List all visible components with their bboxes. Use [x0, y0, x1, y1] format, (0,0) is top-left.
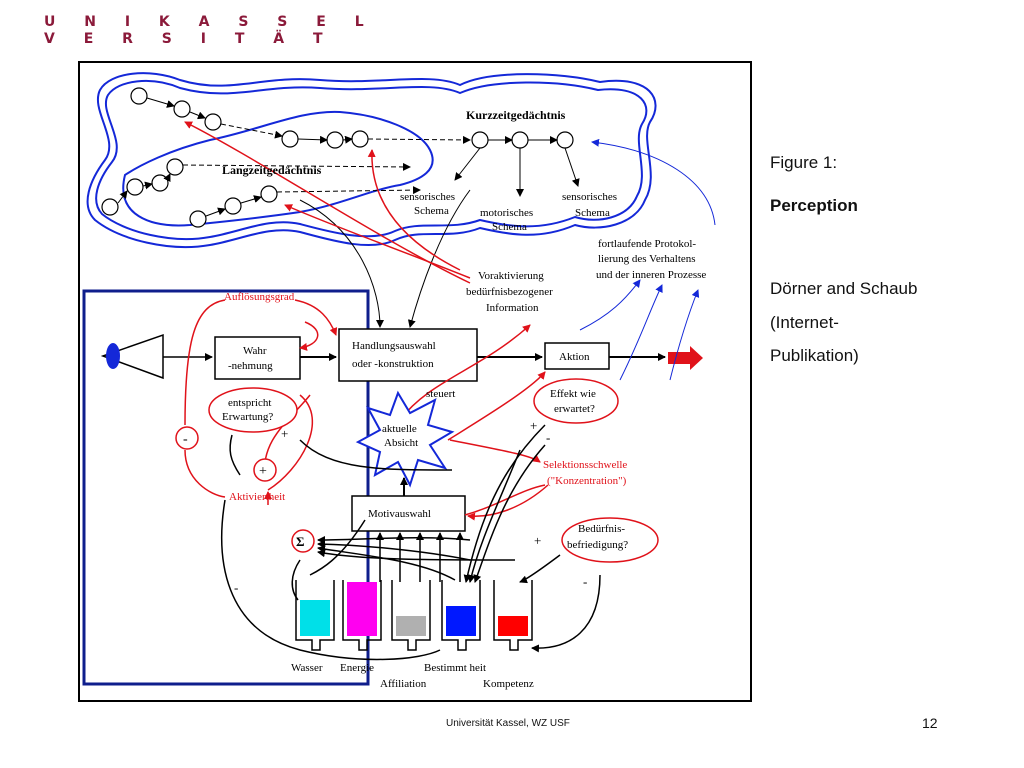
figure-label: Figure 1: — [770, 153, 838, 172]
label-bed1: Bedürfnis- — [578, 523, 625, 535]
label-vor2: bedürfnisbezogener — [466, 286, 553, 298]
protocol-arrows — [579, 138, 716, 381]
motivauswahl-box — [351, 495, 466, 532]
footer-institution: Universität Kassel, WZ USF — [446, 718, 570, 729]
label-aktion: Aktion — [559, 351, 590, 363]
label-wasser: Wasser — [291, 662, 323, 674]
label-minus-circle: - — [183, 432, 188, 447]
figure-source-2: Publikation) — [770, 346, 859, 365]
memory-nodes — [101, 87, 574, 228]
logo-line-1: U N I K A S S E L — [44, 14, 376, 30]
label-steuert: steuert — [426, 388, 455, 400]
label-mot-a: motorisches — [480, 207, 533, 219]
handlungsauswahl-box — [338, 328, 478, 382]
figure-source-1: (Internet- — [770, 313, 839, 332]
tank-bestimmtheit — [441, 580, 481, 651]
page-number: 12 — [922, 715, 938, 731]
label-sigma: Σ — [296, 534, 305, 549]
aktuelle-absicht-star — [355, 390, 455, 488]
feedback-lines — [221, 424, 601, 661]
perception-frame — [82, 289, 370, 686]
label-effekt2: erwartet? — [554, 403, 595, 415]
tank-energie — [342, 580, 382, 651]
label-aktuelle1: aktuelle — [382, 423, 417, 435]
label-minus-b: - — [546, 430, 550, 445]
label-langzeit: Langzeitgedächtnis — [222, 163, 322, 177]
label-motivauswahl: Motivauswahl — [368, 508, 431, 520]
need-tanks — [295, 580, 533, 651]
label-wahr2: -nehmung — [228, 360, 273, 372]
label-vor3: Information — [486, 302, 539, 314]
aktion-box — [544, 342, 610, 370]
label-wahr1: Wahr — [243, 345, 267, 357]
eye-icon — [100, 333, 213, 380]
label-sens2b: Schema — [575, 207, 610, 219]
tank-affiliation — [391, 580, 431, 651]
label-minus-c: - — [583, 574, 587, 589]
label-proto3: und der inneren Prozesse — [596, 269, 706, 281]
wahrnehmung-box — [214, 336, 301, 380]
entspricht-ellipse — [208, 387, 298, 433]
label-sens1a: sensorisches — [400, 191, 455, 203]
label-sens1b: Schema — [414, 205, 449, 217]
output-arrow-icon — [668, 346, 703, 370]
tank-wasser — [295, 580, 335, 651]
label-sens2a: sensorisches — [562, 191, 617, 203]
bedurfnis-ellipse — [561, 517, 659, 563]
label-kompetenz: Kompetenz — [483, 678, 534, 690]
label-entspricht1: entspricht — [228, 397, 271, 409]
memory-cloud — [86, 72, 657, 248]
effekt-ellipse — [533, 378, 619, 424]
label-selektion2: ("Konzentration") — [547, 475, 627, 487]
sigma-circle — [291, 529, 315, 553]
label-affiliation: Affiliation — [380, 678, 427, 690]
label-aktuelle2: Absicht — [384, 437, 418, 449]
label-hand1: Handlungsauswahl — [352, 340, 436, 352]
label-plus-c: + — [534, 533, 541, 548]
label-plus-circle: + — [259, 464, 267, 479]
plus-circle — [253, 458, 277, 482]
label-bed2: befriedigung? — [567, 539, 628, 551]
tank-kompetenz — [493, 580, 533, 651]
logo-line-2: V E R S I T Ä T — [44, 31, 335, 47]
label-kurzzeit: Kurzzeitgedächtnis — [466, 108, 566, 122]
label-hand2: oder -konstruktion — [352, 358, 434, 370]
label-vor1: Voraktivierung — [478, 270, 544, 282]
label-selektion1: Selektionsschwelle — [543, 459, 627, 471]
label-entspricht2: Erwartung? — [222, 411, 273, 423]
label-proto1: fortlaufende Protokol- — [598, 238, 696, 250]
university-logo: U N I K A S S E L V E R S I T Ä T — [44, 14, 376, 48]
label-aufl: Auflösungsgrad — [224, 291, 295, 303]
label-plus-b: + — [530, 418, 537, 433]
figure-author: Dörner and Schaub — [770, 279, 918, 298]
label-proto2: lierung des Verhaltens — [598, 253, 696, 265]
label-energie: Energie — [340, 662, 374, 674]
label-aktiviertheit: Aktiviertheit — [229, 491, 285, 503]
label-mot-b: Schema — [492, 221, 527, 233]
minus-circle — [175, 426, 199, 450]
label-effekt1: Effekt wie — [550, 388, 596, 400]
label-bestimmtheit: Bestimmt heit — [424, 662, 486, 674]
label-plus-a: + — [281, 426, 288, 441]
label-minus-d: - — [234, 580, 238, 595]
figure-title: Perception — [770, 196, 858, 215]
memory-links — [117, 97, 580, 217]
